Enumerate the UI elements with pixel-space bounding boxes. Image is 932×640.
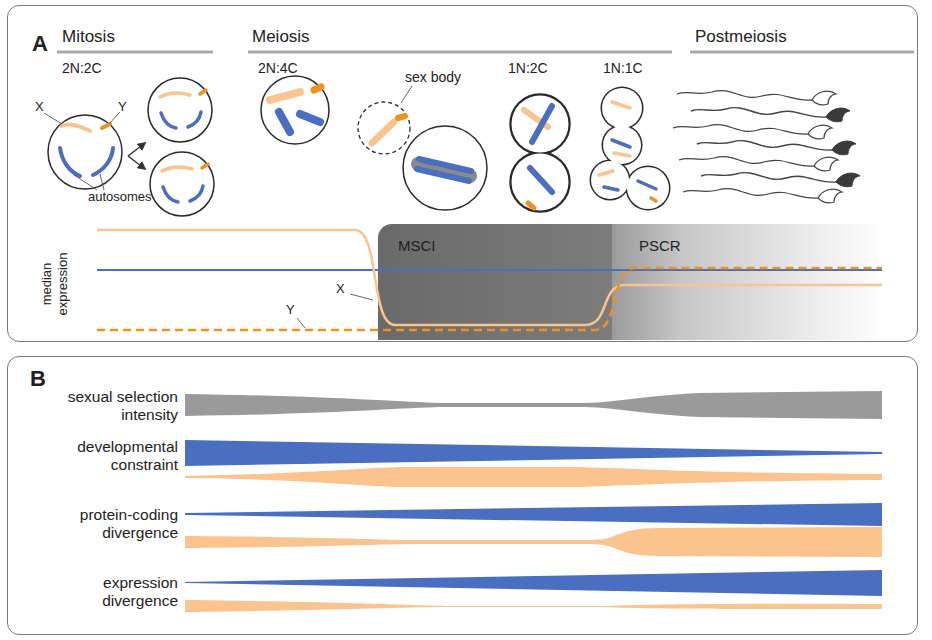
band-label: MSCI xyxy=(398,238,436,255)
panel-letter: B xyxy=(30,367,46,391)
panel-box: A MSCI PSCR xyxy=(7,5,918,342)
phase-band: PSCR xyxy=(612,224,885,340)
panel-letter: A xyxy=(32,32,48,56)
band-label: PSCR xyxy=(639,238,681,255)
phase-band: MSCI xyxy=(378,224,612,340)
panel-box: B xyxy=(7,356,918,635)
